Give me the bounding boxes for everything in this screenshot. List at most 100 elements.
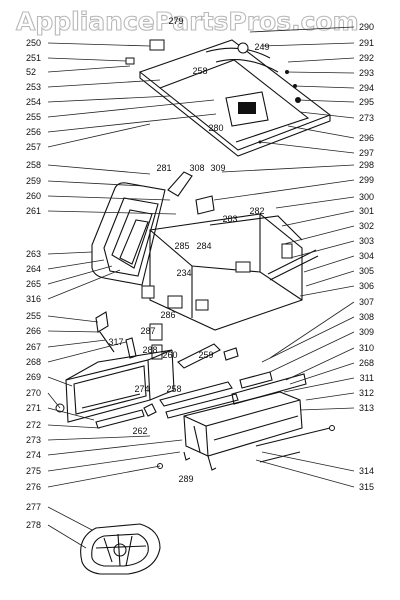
- part-label: 287: [140, 326, 155, 336]
- part-label: 272: [26, 420, 41, 430]
- part-label: 313: [359, 403, 374, 413]
- leader-line: [294, 85, 355, 89]
- part-label: 298: [359, 160, 374, 170]
- part-label: 293: [359, 68, 374, 78]
- part-label: 256: [26, 127, 41, 137]
- leader-line: [47, 123, 151, 148]
- part-label: 253: [26, 82, 41, 92]
- top-cover-assembly: [125, 39, 332, 157]
- part-label: 267: [26, 342, 41, 352]
- part-label: 292: [359, 53, 374, 63]
- part-label: 268: [26, 357, 41, 367]
- leader-line: [283, 377, 355, 393]
- leader-line: [47, 407, 95, 421]
- leader-lines: [47, 26, 355, 549]
- part-label: 305: [359, 266, 374, 276]
- meat-pan: [157, 371, 335, 471]
- leader-line: [287, 57, 355, 63]
- leader-line: [47, 65, 131, 73]
- part-label: 258: [26, 160, 41, 170]
- door-frame-assembly: [91, 171, 215, 286]
- leader-line: [47, 195, 171, 201]
- part-label: 260: [26, 191, 41, 201]
- part-label: 286: [160, 310, 175, 320]
- leader-line: [47, 251, 93, 255]
- leader-line: [289, 240, 355, 259]
- leader-line: [47, 259, 105, 270]
- leader-line: [297, 99, 355, 103]
- leader-line: [285, 347, 355, 381]
- part-label: 281: [156, 163, 171, 173]
- leader-line: [213, 179, 355, 201]
- part-label: 255: [26, 311, 41, 321]
- leader-line: [47, 376, 73, 387]
- drawer-slides: [143, 381, 239, 419]
- part-label: 274: [134, 384, 149, 394]
- part-label: 284: [196, 241, 211, 251]
- part-label: 285: [174, 241, 189, 251]
- part-label: 316: [26, 294, 41, 304]
- part-label: 250: [26, 38, 41, 48]
- leader-line: [47, 113, 217, 133]
- leader-line: [47, 435, 151, 441]
- leader-line: [47, 180, 145, 187]
- leader-line: [47, 315, 99, 323]
- part-label: 280: [208, 123, 223, 133]
- leader-line: [47, 79, 161, 88]
- leader-line: [299, 111, 355, 119]
- part-label: 249: [254, 42, 269, 52]
- watermark-text: AppliancePartsPros.com: [16, 7, 359, 36]
- leader-line: [261, 316, 355, 363]
- part-label: 282: [249, 206, 264, 216]
- leader-line: [286, 71, 355, 74]
- leader-line: [47, 392, 61, 409]
- part-label: 264: [26, 264, 41, 274]
- leader-line: [259, 141, 355, 154]
- part-number-labels: 2502515225325425525625725825926026126326…: [26, 16, 374, 530]
- part-label: 52: [26, 67, 36, 77]
- part-label: 270: [26, 388, 41, 398]
- leader-line: [299, 407, 355, 411]
- leader-line: [47, 465, 161, 488]
- part-label: 277: [26, 502, 41, 512]
- part-label: 258: [166, 384, 181, 394]
- part-label: 257: [26, 142, 41, 152]
- part-label: 307: [359, 297, 374, 307]
- leader-line: [261, 42, 355, 47]
- leader-line: [249, 26, 355, 33]
- part-label: 273: [26, 435, 41, 445]
- leader-line: [47, 341, 127, 363]
- part-label: 275: [26, 466, 41, 476]
- part-label: 271: [26, 403, 41, 413]
- leader-line: [283, 225, 355, 245]
- leader-line: [303, 255, 355, 273]
- leader-line: [47, 95, 171, 103]
- part-label: 276: [26, 482, 41, 492]
- drawing: [55, 39, 335, 575]
- part-label: 259: [26, 176, 41, 186]
- leader-line: [261, 451, 355, 472]
- leader-line: [47, 439, 183, 456]
- cabinet-body: [141, 213, 319, 360]
- part-label: 301: [359, 206, 374, 216]
- part-label: 283: [222, 214, 237, 224]
- part-label: 291: [359, 38, 374, 48]
- leader-line: [305, 392, 355, 401]
- leader-line: [289, 362, 355, 385]
- part-label: 274: [26, 450, 41, 460]
- part-label: 296: [359, 133, 374, 143]
- crisper-drawer: [55, 349, 175, 429]
- part-label: 312: [359, 388, 374, 398]
- part-label: 294: [359, 83, 374, 93]
- part-label: 278: [26, 520, 41, 530]
- leader-line: [287, 125, 355, 139]
- part-label: 288: [142, 345, 157, 355]
- leader-line: [47, 339, 107, 348]
- leader-line: [47, 269, 121, 300]
- part-label: 299: [359, 175, 374, 185]
- part-label: 260: [162, 350, 177, 360]
- part-label: 254: [26, 97, 41, 107]
- part-label: 290: [359, 22, 374, 32]
- caster-bowl: [80, 523, 161, 575]
- part-label: 314: [359, 466, 374, 476]
